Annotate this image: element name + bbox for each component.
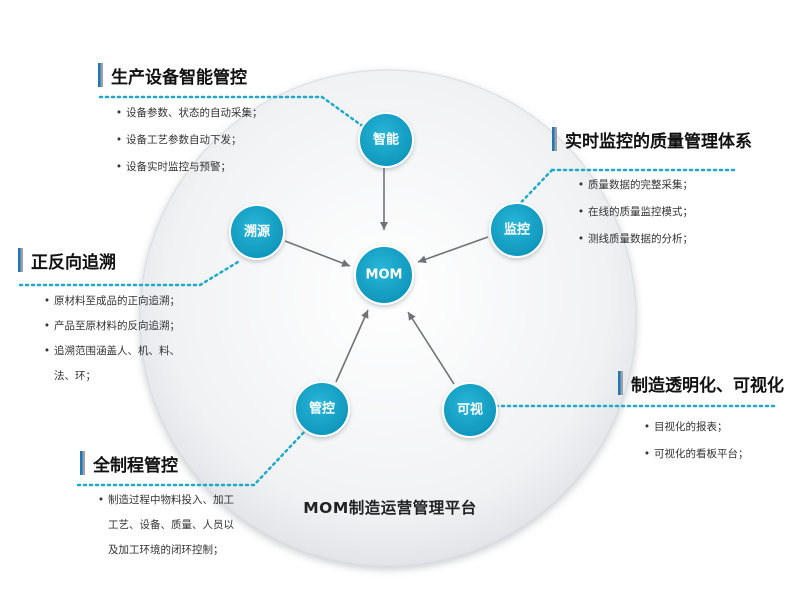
arrow-control: [335, 309, 369, 383]
bullet-dot-icon: •: [43, 320, 51, 332]
bullet-dot-icon: •: [643, 448, 651, 460]
heading-bar-icon: [552, 127, 557, 151]
section-transparency-title: 制造透明化、可视化: [631, 375, 784, 396]
list-item: •产品至原材料的反向追溯；: [40, 314, 200, 339]
section-equipment-heading: 生产设备智能管控: [98, 60, 338, 90]
section-trace-list: •原材料至成品的正向追溯； •产品至原材料的反向追溯； •追溯范围涵盖人、机、料…: [40, 289, 200, 389]
node-monitoring: [489, 202, 545, 258]
arrow-traceability: [284, 240, 351, 267]
heading-bar-icon: [18, 248, 23, 272]
bullet-dot-icon: •: [643, 421, 651, 433]
section-quality-heading: 实时监控的质量管理体系: [552, 124, 792, 154]
node-monitoring-label: 监控: [504, 222, 530, 238]
list-item: •制造过程中物料投入、加工工艺、设备、质量、人员以及加工环境的闭环控制；: [94, 488, 244, 563]
section-transparency-heading: 制造透明化、可视化: [618, 368, 798, 398]
bullet-dot-icon: •: [43, 345, 51, 357]
arrow-visualization: [407, 311, 455, 385]
list-item: •设备参数、状态的自动采集；: [112, 100, 338, 127]
node-control: [294, 381, 350, 437]
platform-circle: [139, 69, 637, 567]
list-item: •测线质量数据的分析；: [574, 226, 792, 253]
node-visualization: [442, 382, 498, 438]
section-equipment: 生产设备智能管控 •设备参数、状态的自动采集； •设备工艺参数自动下发； •设备…: [98, 60, 338, 181]
section-trace-heading: 正反向追溯: [18, 245, 218, 275]
section-process-title: 全制程管控: [93, 455, 178, 476]
node-visualization-label: 可视: [457, 402, 483, 418]
list-item: •目视化的报表；: [640, 414, 798, 441]
list-item: •追溯范围涵盖人、机、料、法、环；: [40, 339, 200, 389]
section-process-list: •制造过程中物料投入、加工工艺、设备、质量、人员以及加工环境的闭环控制；: [94, 488, 244, 563]
node-mom: [354, 245, 414, 305]
section-trace-title: 正反向追溯: [31, 252, 116, 273]
list-item: •可视化的看板平台；: [640, 441, 798, 468]
bullet-dot-icon: •: [577, 206, 585, 218]
section-transparency-list: •目视化的报表； •可视化的看板平台；: [640, 414, 798, 468]
section-process: 全制程管控 •制造过程中物料投入、加工工艺、设备、质量、人员以及加工环境的闭环控…: [80, 448, 280, 563]
list-item: •原材料至成品的正向追溯；: [40, 289, 200, 314]
heading-bar-icon: [98, 63, 103, 87]
section-quality: 实时监控的质量管理体系 •质量数据的完整采集； •在线的质量监控模式； •测线质…: [552, 124, 792, 253]
section-quality-title: 实时监控的质量管理体系: [565, 131, 752, 152]
heading-bar-icon: [618, 371, 623, 395]
bullet-dot-icon: •: [115, 134, 123, 146]
connector-trace: [18, 260, 240, 287]
section-equipment-title: 生产设备智能管控: [111, 67, 247, 88]
bullet-dot-icon: •: [115, 161, 123, 173]
list-item: •质量数据的完整采集；: [574, 172, 792, 199]
bullet-dot-icon: •: [115, 107, 123, 119]
node-control-label: 管控: [309, 401, 335, 417]
connector-process: [76, 428, 308, 487]
platform-title: MOM制造运营管理平台: [303, 499, 477, 517]
bullet-dot-icon: •: [577, 179, 585, 191]
list-item: •设备实时监控与预警；: [112, 154, 338, 181]
section-process-heading: 全制程管控: [80, 448, 280, 478]
heading-bar-icon: [80, 451, 85, 475]
section-quality-list: •质量数据的完整采集； •在线的质量监控模式； •测线质量数据的分析；: [574, 172, 792, 253]
arrow-monitoring: [417, 236, 489, 264]
node-intelligence-label: 智能: [373, 132, 399, 148]
list-item: •设备工艺参数自动下发；: [112, 127, 338, 154]
node-traceability-label: 溯源: [244, 224, 270, 240]
list-item: •在线的质量监控模式；: [574, 199, 792, 226]
bullet-dot-icon: •: [43, 295, 51, 307]
connector-equipment: [98, 95, 370, 132]
node-mom-label: MOM: [366, 268, 403, 283]
node-traceability: [229, 204, 285, 260]
bullet-dot-icon: •: [97, 494, 105, 506]
section-transparency: 制造透明化、可视化 •目视化的报表； •可视化的看板平台；: [618, 368, 798, 468]
section-equipment-list: •设备参数、状态的自动采集； •设备工艺参数自动下发； •设备实时监控与预警；: [112, 100, 338, 181]
node-intelligence: [358, 112, 414, 168]
section-trace: 正反向追溯 •原材料至成品的正向追溯； •产品至原材料的反向追溯； •追溯范围涵…: [18, 245, 218, 389]
bullet-dot-icon: •: [577, 233, 585, 245]
